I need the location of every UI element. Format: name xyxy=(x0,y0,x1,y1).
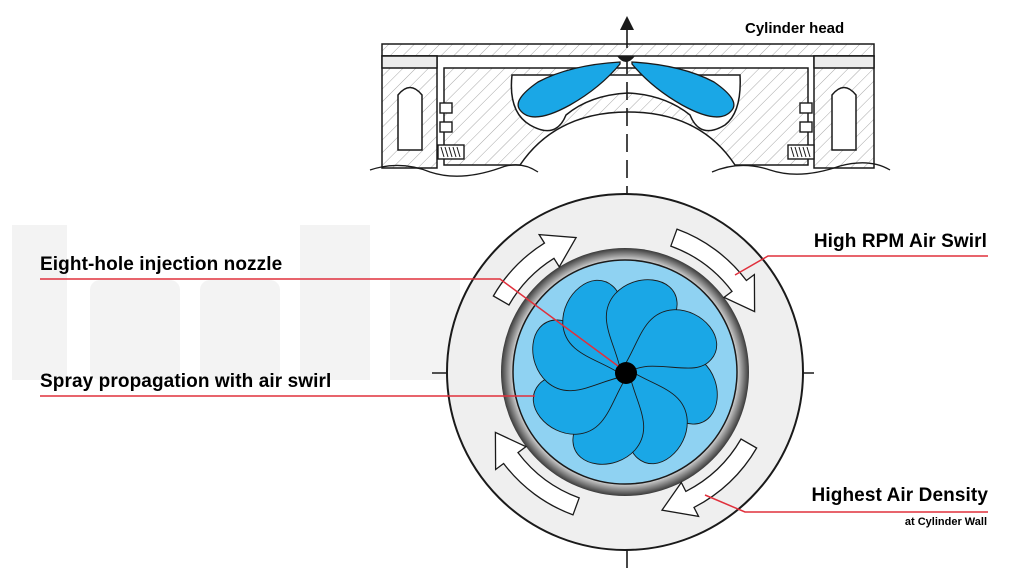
left-ring-pack xyxy=(437,102,465,160)
spray-plume-left xyxy=(517,61,621,118)
bowl-outline xyxy=(512,259,738,485)
cylinder-head-label: Cylinder head xyxy=(745,20,845,37)
right-ring-pack xyxy=(787,102,815,160)
swirl-leader xyxy=(734,255,988,276)
density-label: Highest Air Density xyxy=(811,485,988,506)
curved-arrow-icon xyxy=(494,431,581,516)
injector-tip xyxy=(617,56,635,62)
swirl-label: High RPM Air Swirl xyxy=(813,231,987,252)
head-deck xyxy=(381,43,875,57)
piston-top-view xyxy=(446,193,804,551)
left-coolant-slot xyxy=(397,86,423,151)
up-arrow-icon xyxy=(620,16,634,30)
break-line-right xyxy=(711,162,891,175)
curved-arrow-icon xyxy=(669,228,756,313)
density-sublabel: at Cylinder Wall xyxy=(904,516,987,528)
curved-arrow-icon xyxy=(660,438,758,518)
spray-petals xyxy=(532,279,718,465)
swirl-arrows xyxy=(492,228,758,518)
leader-lines xyxy=(40,255,988,513)
curved-arrow-icon xyxy=(492,233,578,306)
spray-petal xyxy=(621,309,718,376)
watermark-logo xyxy=(12,225,460,380)
right-wall-cap xyxy=(813,55,875,69)
injector-nozzle-dot xyxy=(615,362,637,384)
nozzle-label: Eight-hole injection nozzle xyxy=(40,254,283,275)
cylinder-head-section xyxy=(369,43,891,177)
left-wall-cap xyxy=(381,55,438,69)
spray-plume-right xyxy=(631,61,735,118)
right-coolant-slot xyxy=(831,86,857,151)
break-line-left xyxy=(369,164,539,177)
nozzle-leader xyxy=(40,278,619,367)
spray-label: Spray propagation with air swirl xyxy=(40,371,332,392)
density-leader xyxy=(704,494,988,513)
